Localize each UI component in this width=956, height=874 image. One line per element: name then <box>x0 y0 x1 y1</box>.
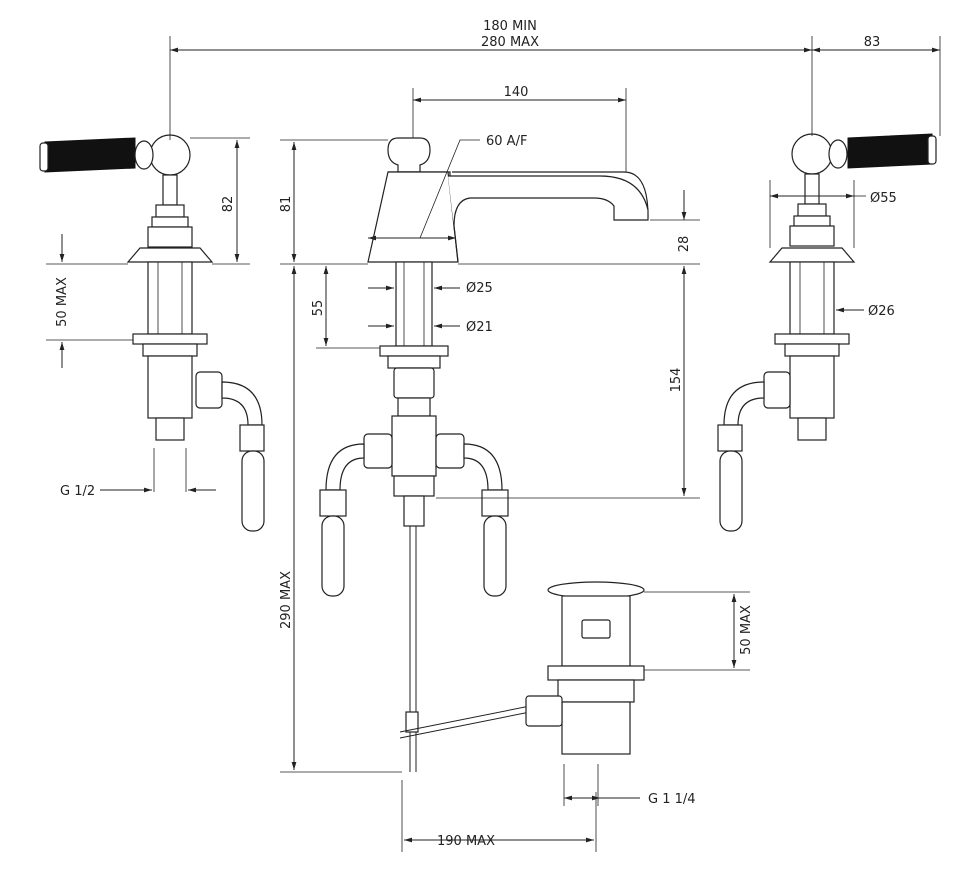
dim-spout-outlet: 28 <box>677 236 692 253</box>
dim-waste-thread: G 1 1/4 <box>648 792 696 807</box>
dim-left-thread: G 1/2 <box>60 484 95 499</box>
dim-dia-26: Ø26 <box>868 304 895 319</box>
dim-dia-21: Ø21 <box>466 320 493 335</box>
dim-shank-to-hose: 154 <box>669 368 684 393</box>
dim-left-deck-max: 50 MAX <box>55 277 70 327</box>
dim-rod-length: 190 MAX <box>437 834 495 849</box>
dim-nut-af: 60 A/F <box>486 134 527 149</box>
dim-dia-55: Ø55 <box>870 191 897 206</box>
dim-spout-reach: 140 <box>504 85 529 100</box>
dim-total-height: 290 MAX <box>279 571 294 629</box>
dim-shank-length: 55 <box>311 300 326 317</box>
dim-right-offset: 83 <box>864 35 881 50</box>
dim-handle-height: 82 <box>221 196 236 213</box>
dim-width-max: 280 MAX <box>481 35 539 50</box>
right-valve <box>717 133 937 532</box>
left-valve <box>39 134 265 532</box>
right-lever-handle <box>847 133 933 169</box>
dim-width-min: 180 MIN <box>483 19 537 34</box>
dim-body-height: 81 <box>279 196 294 213</box>
left-lever-handle <box>44 137 136 173</box>
center-spout <box>319 137 649 772</box>
dimension-lines <box>46 36 941 852</box>
popup-waste <box>525 581 645 755</box>
dim-waste-max: 50 MAX <box>739 605 754 655</box>
dim-dia-25: Ø25 <box>466 281 493 296</box>
dimension-labels: 180 MIN 280 MAX 83 140 60 A/F 82 81 28 5… <box>55 19 897 849</box>
